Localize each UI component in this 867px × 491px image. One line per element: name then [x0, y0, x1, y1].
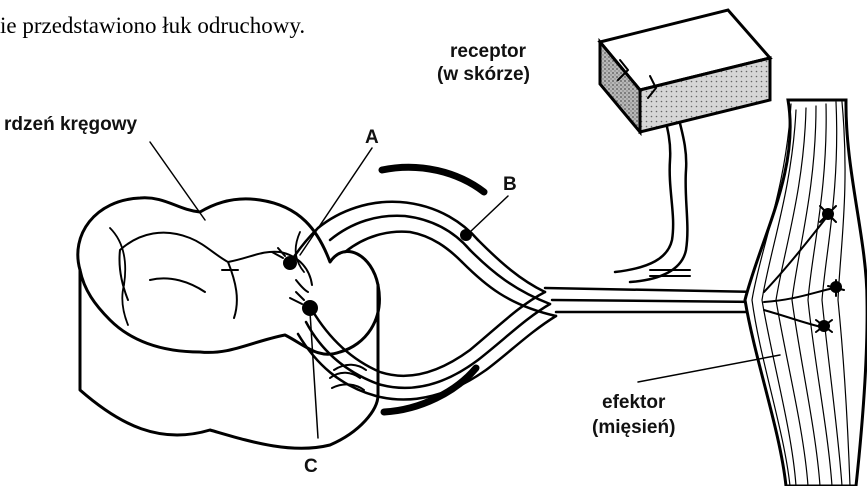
diagram-caption: ie przedstawiono łuk odruchowy.	[0, 14, 305, 37]
effector-muscle	[745, 100, 867, 486]
label-b: B	[503, 174, 517, 195]
skin-receptor-block	[600, 10, 770, 132]
spinal-cord-label: rdzeń kręgowy	[4, 114, 137, 135]
receptor-label: receptor	[450, 41, 527, 62]
upper-arc	[382, 167, 484, 192]
label-c: C	[304, 456, 318, 477]
effector-type-label: (mięsień)	[592, 417, 675, 438]
receptor-location-label: (w skórze)	[437, 64, 530, 85]
effector-label: efektor	[602, 392, 666, 413]
label-a: A	[365, 127, 379, 148]
